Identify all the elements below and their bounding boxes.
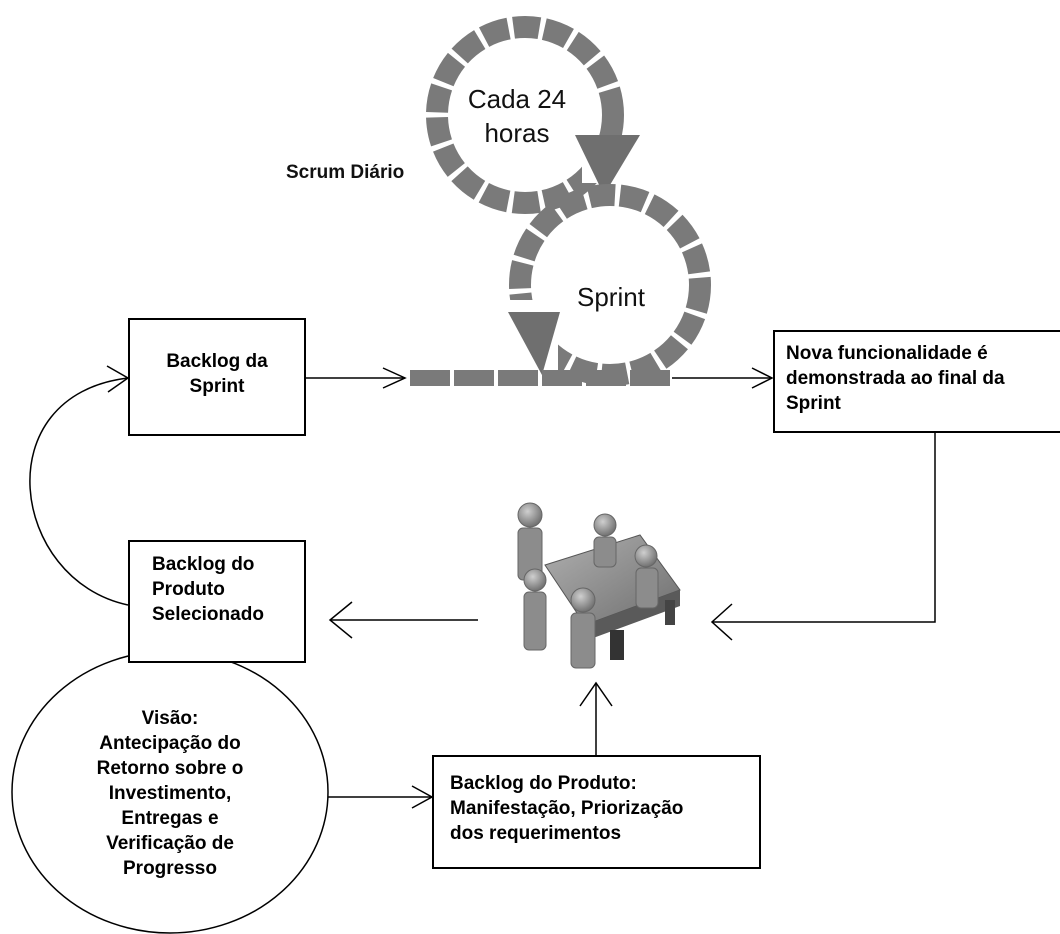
product-backlog-text: Backlog do Produto: Manifestação, Priori… (450, 773, 684, 844)
daily-scrum-loop (426, 16, 640, 214)
daily-cycle-line1: Cada 24 (467, 84, 567, 114)
daily-cycle-line2: horas (484, 118, 550, 148)
meeting-table-icon (517, 502, 681, 669)
selected-product-backlog-text: Backlog do Produto Selecionado (152, 554, 264, 625)
sprint-backlog-box (128, 318, 306, 436)
daily-scrum-label: Scrum Diário (286, 162, 405, 183)
product-backlog-box (432, 755, 761, 869)
connectors (29, 365, 936, 809)
sprint-baseline (410, 370, 670, 386)
new-functionality-text: Nova funcionalidade é demonstrada ao fin… (786, 343, 1005, 414)
selected-product-backlog-box (128, 540, 306, 663)
sprint-loop (410, 184, 711, 386)
daily-cycle-label: Cada 24 horas (452, 82, 582, 150)
sprint-backlog-text: Backlog da Sprint (166, 351, 268, 397)
sprint-arrow-head (508, 312, 560, 375)
sprint-label: Sprint (577, 282, 645, 312)
daily-arrow-head (575, 135, 640, 195)
new-functionality-box (773, 330, 1060, 433)
vision-text: Visão: Antecipação do Retorno sobre o In… (96, 708, 244, 879)
